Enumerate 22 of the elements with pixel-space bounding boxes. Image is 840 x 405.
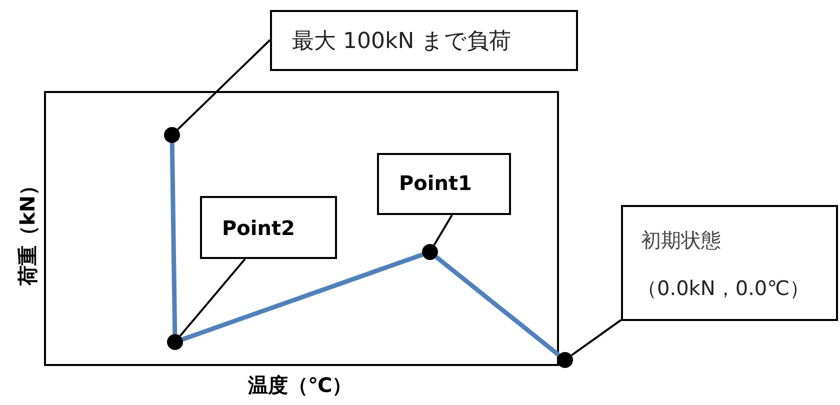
path-line — [434, 255, 560, 357]
callout-text: 最大 100kN まで負荷 — [292, 28, 512, 56]
callout-box — [200, 196, 337, 259]
axis-label: 荷重（kN） — [14, 174, 41, 286]
path-line — [182, 252, 424, 342]
callout-text: （0.0kN，0.0℃） — [637, 275, 810, 302]
point-dot — [164, 127, 180, 143]
path-line — [170, 142, 178, 334]
point-dot — [167, 334, 183, 350]
callout-box — [621, 205, 838, 321]
callout-text: 初期状態 — [641, 227, 721, 254]
point-dot — [422, 244, 438, 260]
leader-line — [570, 319, 622, 356]
point-dot — [557, 352, 573, 368]
callout-text: Point1 — [399, 171, 472, 195]
callout-box — [270, 10, 578, 71]
axis-label: 温度（℃） — [248, 372, 352, 398]
callout-text: Point2 — [222, 216, 295, 240]
leader-line — [179, 258, 246, 337]
leader-line — [177, 39, 271, 130]
callout-box — [377, 153, 511, 215]
leader-line — [433, 214, 453, 246]
